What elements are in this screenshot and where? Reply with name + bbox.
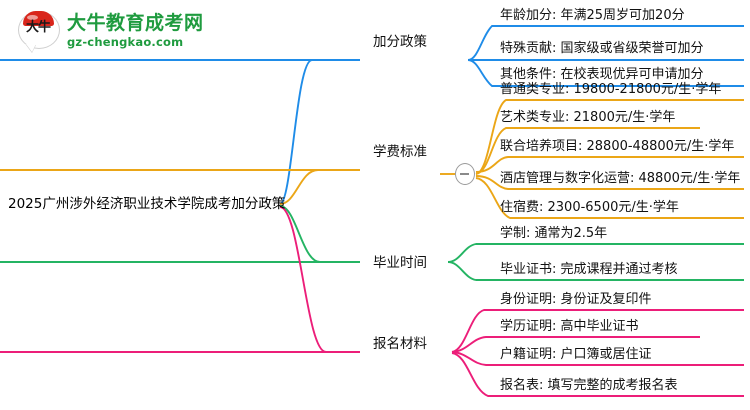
leaf-node[interactable]: 学制: 通常为2.5年 xyxy=(500,226,608,241)
leaf-node[interactable]: 毕业证书: 完成课程并通过考核 xyxy=(500,262,678,277)
leaf-node[interactable]: 普通类专业: 19800-21800元/生·学年 xyxy=(500,82,722,97)
leaf-node[interactable]: 其他条件: 在校表现优异可申请加分 xyxy=(500,67,704,82)
brand-mark-text: 大牛 xyxy=(25,20,51,35)
branch-label-xuefei-biaozhun[interactable]: 学费标准 xyxy=(373,144,427,160)
brand-logo-icon: 大牛 xyxy=(18,10,60,52)
branch-label-baoming-cailiao[interactable]: 报名材料 xyxy=(373,336,427,352)
brand-wordmark: 大牛教育成考网 gz-chengkao.com xyxy=(67,11,204,49)
leaf-node[interactable]: 艺术类专业: 21800元/生·学年 xyxy=(500,110,676,125)
brand-subtitle: gz-chengkao.com xyxy=(67,34,184,49)
collapse-toggle-button[interactable] xyxy=(455,163,475,185)
branch-label-biye-shijian[interactable]: 毕业时间 xyxy=(373,255,427,271)
leaf-node[interactable]: 身份证明: 身份证及复印件 xyxy=(500,292,652,307)
leaf-node[interactable]: 学历证明: 高中毕业证书 xyxy=(500,319,639,334)
leaf-node[interactable]: 户籍证明: 户口簿或居住证 xyxy=(500,347,652,362)
leaf-node[interactable]: 联合培养项目: 28800-48800元/生·学年 xyxy=(500,139,735,154)
branch-label-jiafen-zhengce[interactable]: 加分政策 xyxy=(373,34,427,50)
brand-logo: 大牛 大牛教育成考网 gz-chengkao.com xyxy=(18,8,218,54)
leaf-node[interactable]: 酒店管理与数字化运营: 48800元/生·学年 xyxy=(500,171,741,186)
leaf-node[interactable]: 报名表: 填写完整的成考报名表 xyxy=(500,378,678,393)
leaf-node[interactable]: 住宿费: 2300-6500元/生·学年 xyxy=(500,200,679,215)
root-node[interactable]: 2025广州涉外经济职业技术学院成考加分政策 xyxy=(8,196,286,212)
minus-icon xyxy=(460,173,469,175)
speech-bubble-tail xyxy=(26,44,36,52)
brand-title: 大牛教育成考网 xyxy=(67,11,204,34)
red-cap-shape xyxy=(23,11,54,26)
leaf-node[interactable]: 年龄加分: 年满25周岁可加20分 xyxy=(500,8,685,23)
leaf-node[interactable]: 特殊贡献: 国家级或省级荣誉可加分 xyxy=(500,41,704,56)
